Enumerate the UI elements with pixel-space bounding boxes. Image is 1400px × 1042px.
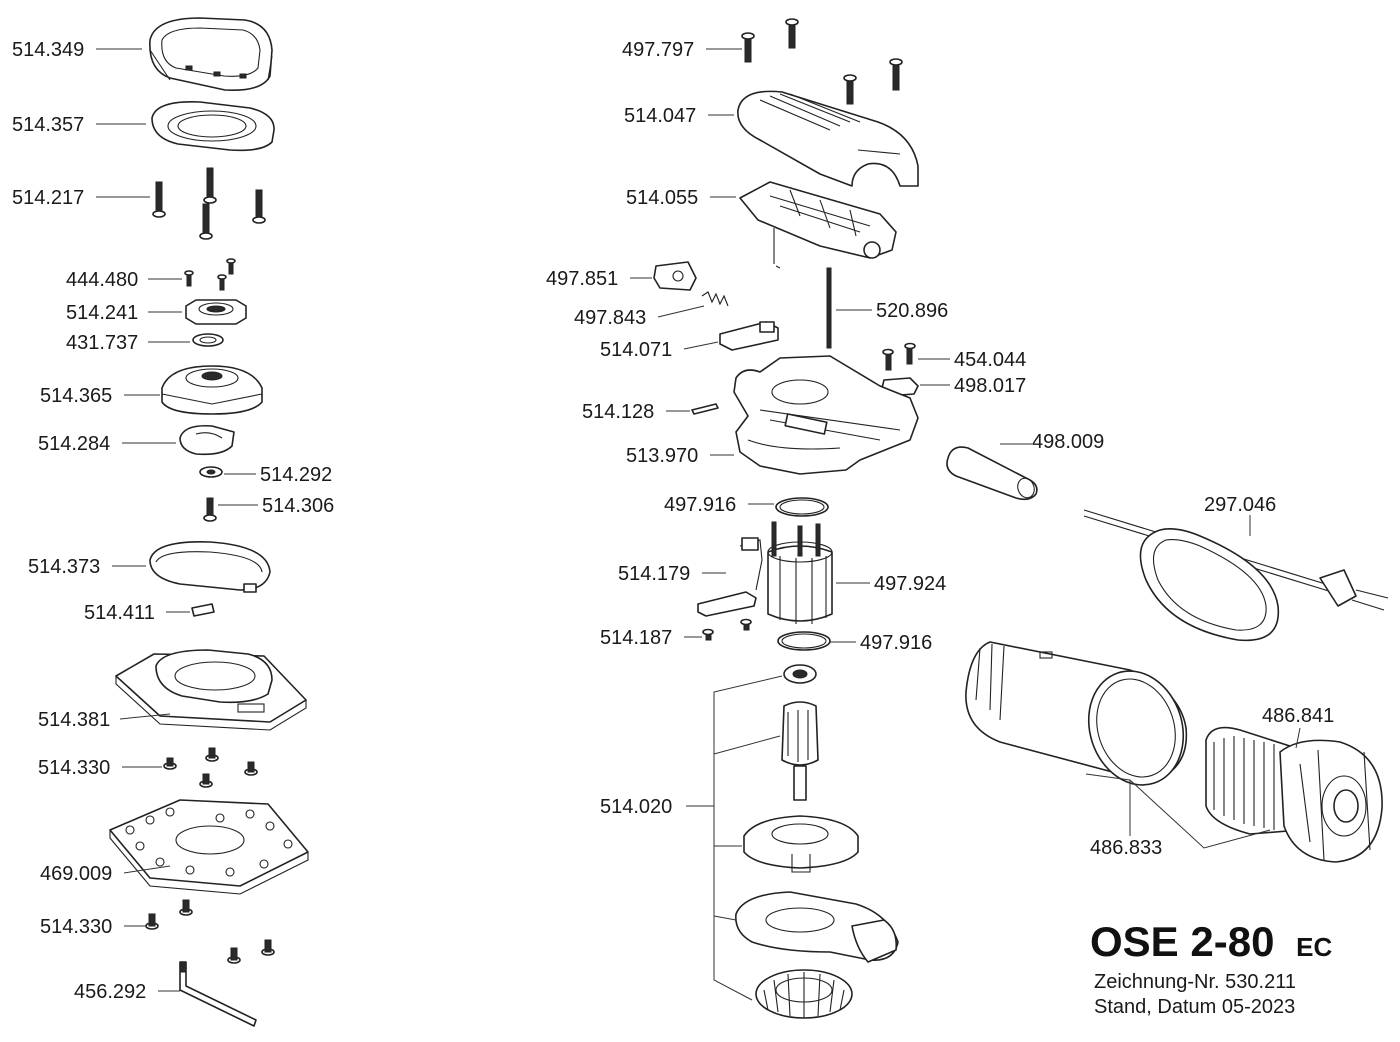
- label-520896: 520.896: [876, 300, 948, 322]
- part-514241-drawing: [185, 299, 247, 325]
- label-514330-lower: 514.330: [40, 916, 112, 938]
- label-514373: 514.373: [28, 556, 100, 578]
- part-456292-drawing: [179, 961, 257, 1027]
- part-297046-drawing: [1083, 509, 1389, 642]
- part-469009-drawing: [109, 799, 309, 895]
- part-520896-drawing: [826, 267, 832, 349]
- part-497851-drawing: [653, 261, 697, 291]
- label-497924: 497.924: [874, 573, 946, 595]
- label-497843: 497.843: [574, 307, 646, 329]
- leader-lines: [96, 48, 1301, 1001]
- part-454044-drawing: [882, 342, 916, 371]
- part-514187-drawing: [702, 618, 752, 641]
- part-514055-drawing: [739, 181, 897, 269]
- label-431737: 431.737: [66, 332, 138, 354]
- part-514381-drawing: [115, 649, 307, 731]
- label-514381: 514.381: [38, 709, 110, 731]
- drawing-number: Zeichnung-Nr. 530.211: [1094, 971, 1296, 993]
- part-486841-drawing: [1205, 726, 1383, 863]
- part-514411-drawing: [191, 603, 215, 617]
- part-514020-drawing: [735, 664, 899, 1019]
- label-514217: 514.217: [12, 187, 84, 209]
- label-513970: 513.970: [626, 445, 698, 467]
- model-suffix: EC: [1296, 932, 1332, 962]
- label-497797: 497.797: [622, 39, 694, 61]
- part-497843-drawing: [701, 291, 729, 307]
- label-514411: 514.411: [84, 602, 155, 624]
- label-514020: 514.020: [600, 796, 672, 818]
- part-513970-drawing: [733, 355, 919, 475]
- part-514357-drawing: [151, 101, 275, 152]
- part-497916b-drawing: [777, 631, 831, 651]
- part-514306-drawing: [203, 497, 217, 522]
- part-444480-drawing: [184, 258, 236, 291]
- part-514365-drawing: [161, 365, 263, 415]
- label-497916-upper: 497.916: [664, 494, 736, 516]
- part-514179-drawing: [697, 537, 763, 617]
- part-497916a-drawing: [775, 497, 829, 517]
- label-514055: 514.055: [626, 187, 698, 209]
- part-486833-drawing: [965, 641, 1188, 786]
- title-block: OSE 2-80 EC Zeichnung-Nr. 530.211 Stand,…: [1090, 918, 1332, 1018]
- part-labels: 514.349 514.357 514.217 444.480 514.241 …: [12, 39, 1334, 1003]
- label-514071: 514.071: [600, 339, 672, 361]
- label-514306: 514.306: [262, 495, 334, 517]
- label-498009: 498.009: [1032, 431, 1104, 453]
- label-498017: 498.017: [954, 375, 1026, 397]
- part-514349-drawing: [149, 17, 273, 92]
- label-514128: 514.128: [582, 401, 654, 423]
- label-514241: 514.241: [66, 302, 138, 324]
- label-514179: 514.179: [618, 563, 690, 585]
- label-514330-upper: 514.330: [38, 757, 110, 779]
- label-486833: 486.833: [1090, 837, 1162, 859]
- part-514128-drawing: [691, 403, 719, 415]
- part-514292-drawing: [199, 466, 223, 478]
- part-514330b-drawing: [145, 899, 275, 964]
- part-498009-drawing: [946, 446, 1038, 501]
- part-497797-drawing: [741, 18, 903, 105]
- part-514284-drawing: [179, 424, 235, 456]
- part-514330a-drawing: [163, 747, 258, 788]
- part-514071-drawing: [719, 321, 779, 351]
- label-514047: 514.047: [624, 105, 696, 127]
- model-name: OSE 2-80: [1090, 918, 1274, 965]
- label-486841: 486.841: [1262, 705, 1334, 727]
- label-456292: 456.292: [74, 981, 146, 1003]
- label-469009: 469.009: [40, 863, 112, 885]
- label-514349: 514.349: [12, 39, 84, 61]
- status-date: Stand, Datum 05-2023: [1094, 996, 1295, 1018]
- part-514373-drawing: [149, 541, 271, 593]
- label-444480: 444.480: [66, 269, 138, 291]
- part-497924-drawing: [767, 521, 833, 624]
- label-297046: 297.046: [1204, 494, 1276, 516]
- label-454044: 454.044: [954, 349, 1026, 371]
- label-514284: 514.284: [38, 433, 110, 455]
- label-514365: 514.365: [40, 385, 112, 407]
- label-514292: 514.292: [260, 464, 332, 486]
- part-514047-drawing: [737, 90, 919, 187]
- svg-text:OSE 2-80 EC: OSE 2-80 EC: [1090, 918, 1332, 965]
- label-497851: 497.851: [546, 268, 618, 290]
- part-431737-drawing: [192, 333, 224, 347]
- label-514187: 514.187: [600, 627, 672, 649]
- part-514217-drawing: [152, 167, 266, 240]
- label-514357: 514.357: [12, 114, 84, 136]
- label-497916-lower: 497.916: [860, 632, 932, 654]
